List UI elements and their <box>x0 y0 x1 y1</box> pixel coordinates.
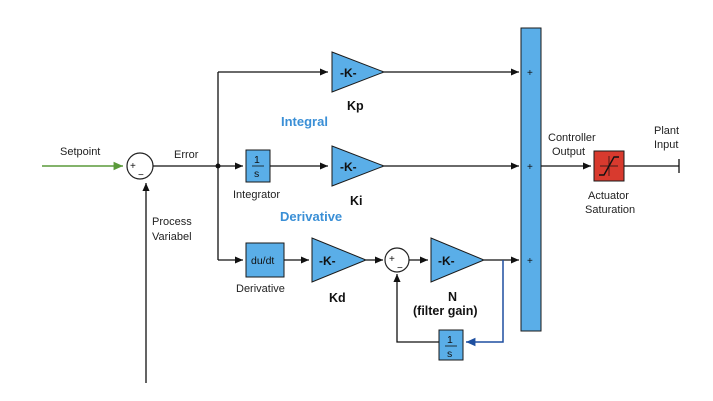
error-sum-plus-sign: + <box>130 161 136 172</box>
filter-return-wire <box>393 274 439 343</box>
ki-label: Ki <box>350 194 363 208</box>
kp-gain-text: -K- <box>340 66 357 80</box>
filter-integrator-block[interactable] <box>438 329 464 361</box>
derivative-block-text: du/dt <box>251 255 274 267</box>
ki-gain-text: -K- <box>340 160 357 174</box>
integrator-den: s <box>254 168 259 180</box>
actuator-label-2: Saturation <box>585 204 635 216</box>
n-label: N <box>448 290 457 304</box>
kp-gain-block[interactable] <box>331 51 386 93</box>
filter-integrator-num: 1 <box>447 334 453 346</box>
kd-gain-block[interactable] <box>311 237 368 283</box>
integrator-num: 1 <box>254 154 260 166</box>
plant-input-label-2: Input <box>654 139 678 151</box>
bus-plus-kp: + <box>527 68 533 79</box>
bus-plus-kd: + <box>527 256 533 267</box>
setpoint-label: Setpoint <box>60 146 100 158</box>
process-variable-label-2: Variabel <box>152 231 192 243</box>
controller-output-label-2: Output <box>552 146 585 158</box>
saturation-curve-icon <box>599 156 619 176</box>
actuator-label-1: Actuator <box>588 190 629 202</box>
filter-integrator-den: s <box>447 348 452 360</box>
filter-sum-plus-sign: + <box>389 254 395 265</box>
derivative-block-label: Derivative <box>236 283 285 295</box>
controller-output-label-1: Controller <box>548 132 596 144</box>
process-variable-label-1: Process <box>152 216 192 228</box>
integral-section-label: Integral <box>281 114 328 129</box>
plant-input-label-1: Plant <box>654 125 679 137</box>
filter-sum-minus-sign: − <box>397 263 403 274</box>
n-gain-text: -K- <box>438 254 455 268</box>
n-gain-block[interactable] <box>430 237 486 283</box>
derivative-section-label: Derivative <box>280 209 342 224</box>
summation-bus[interactable] <box>520 27 542 332</box>
integrator-label: Integrator <box>233 189 280 201</box>
kd-label: Kd <box>329 291 346 305</box>
kd-gain-text: -K- <box>319 254 336 268</box>
error-sum-minus-sign: − <box>138 170 144 181</box>
ki-gain-block[interactable] <box>331 145 386 187</box>
kp-label: Kp <box>347 99 364 113</box>
error-label: Error <box>174 149 199 161</box>
filter-gain-label: (filter gain) <box>413 304 478 318</box>
derivative-block[interactable] <box>245 242 285 278</box>
filter-feedback-wire <box>466 260 504 347</box>
bus-plus-ki: + <box>527 162 533 173</box>
